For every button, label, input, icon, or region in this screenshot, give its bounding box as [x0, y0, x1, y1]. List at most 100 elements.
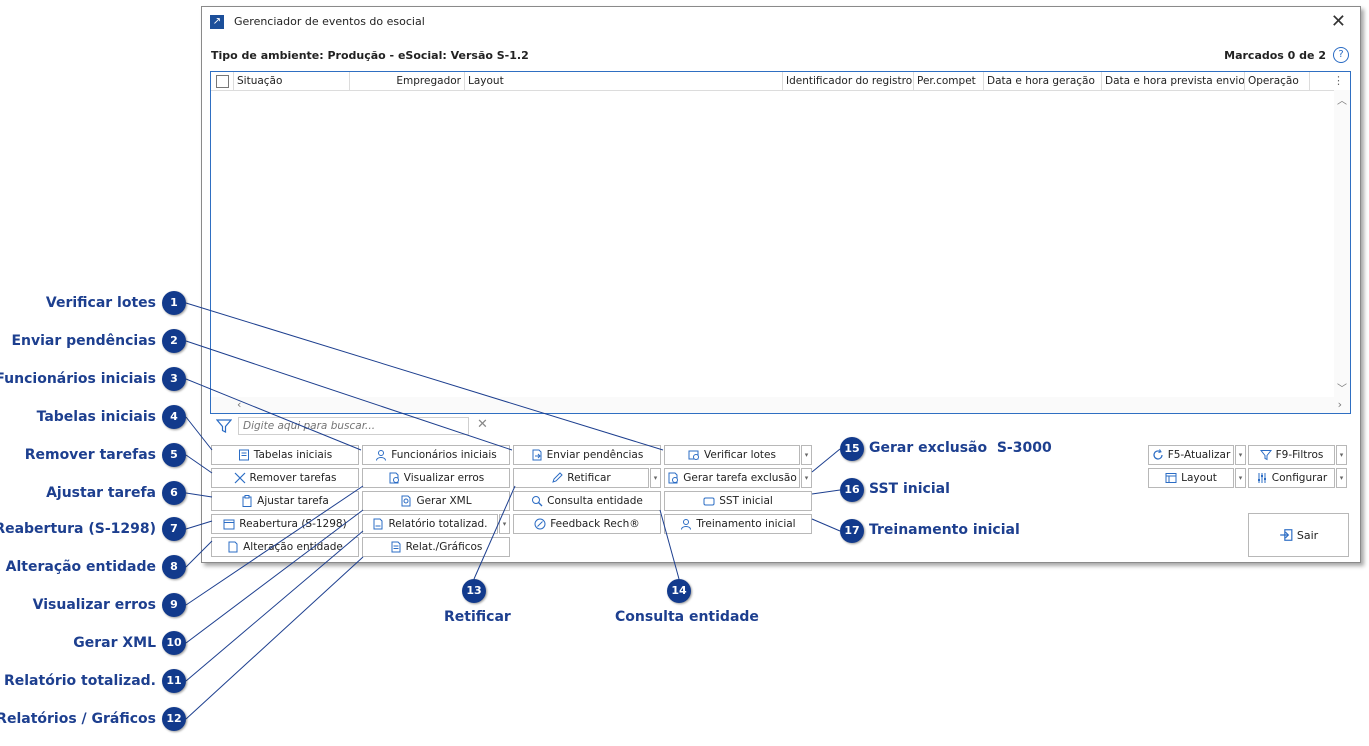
sliders-icon	[1257, 473, 1266, 483]
retificar-button[interactable]: Retificar	[513, 468, 649, 488]
callout-line-13	[473, 485, 516, 580]
help-icon[interactable]: ?	[1333, 47, 1349, 63]
callout-line-4	[185, 416, 213, 451]
exit-icon	[1280, 529, 1293, 541]
retificar-dropdown-arrow[interactable]: ▾	[650, 468, 661, 488]
callout-badge-7: 7	[162, 517, 186, 541]
f5-atualizar-button[interactable]: F5-Atualizar	[1148, 445, 1234, 465]
vertical-scrollbar[interactable]: ︿ ﹀	[1334, 90, 1350, 397]
exclusao-dropdown-arrow[interactable]: ▾	[801, 468, 812, 488]
callout-badge-17: 17	[840, 519, 864, 543]
callout-label-4: Tabelas iniciais	[36, 409, 156, 425]
pencil-icon	[552, 472, 563, 483]
ajustar-tarefa-button[interactable]: Ajustar tarefa	[211, 491, 359, 511]
feedback-icon	[534, 518, 546, 530]
reabertura-button[interactable]: Reabertura (S-1298)	[211, 514, 359, 534]
callout-line-8	[185, 540, 213, 568]
column-header[interactable]: Operação	[1245, 72, 1310, 90]
callout-line-15	[811, 448, 841, 473]
column-header[interactable]: Situação	[234, 72, 350, 90]
clipboard-icon	[242, 495, 252, 507]
gerar-tarefa-exclusao-button[interactable]: Gerar tarefa exclusão	[664, 468, 800, 488]
column-menu-icon[interactable]: ⋮	[1333, 74, 1344, 87]
remover-tarefas-button[interactable]: Remover tarefas	[211, 468, 359, 488]
callout-label-12: Relatórios / Gráficos	[0, 711, 156, 727]
gerar-xml-button[interactable]: Gerar XML	[362, 491, 510, 511]
column-header[interactable]: Data e hora prevista envio	[1102, 72, 1245, 90]
callout-label-9: Visualizar erros	[32, 597, 156, 613]
app-arrow-icon: ↗	[210, 15, 224, 29]
error-document-icon	[389, 472, 399, 484]
callout-label-11: Relatório totalizad.	[3, 673, 156, 689]
relatorio-totalizad-button[interactable]: Relatório totalizad.	[362, 514, 498, 534]
f9-filtros-button[interactable]: F9-Filtros	[1248, 445, 1335, 465]
close-icon[interactable]: ✕	[1330, 11, 1346, 32]
callout-line-2	[185, 340, 513, 451]
callout-line-3	[185, 378, 362, 451]
search-input[interactable]	[238, 417, 469, 435]
funcionarios-iniciais-button[interactable]: Funcionários iniciais	[362, 445, 510, 465]
column-header[interactable]: Layout	[465, 72, 783, 90]
events-grid[interactable]: Situação Empregador Layout Identificador…	[210, 71, 1351, 414]
column-header[interactable]: Per.compet	[914, 72, 984, 90]
select-all-column	[211, 72, 234, 90]
relat-graficos-button[interactable]: Relat./Gráficos	[362, 537, 510, 557]
select-all-checkbox[interactable]	[216, 75, 229, 88]
verificar-lotes-button[interactable]: Verificar lotes	[664, 445, 800, 465]
callout-line-11	[185, 530, 364, 682]
callout-badge-5: 5	[162, 443, 186, 467]
xls-icon	[373, 518, 383, 530]
consulta-entidade-button[interactable]: Consulta entidade	[513, 491, 661, 511]
callout-line-12	[185, 556, 364, 720]
scroll-left-icon[interactable]: ‹	[237, 398, 242, 411]
funnel-icon	[1259, 450, 1272, 461]
horizontal-scrollbar[interactable]: ‹ ›	[211, 397, 1350, 413]
feedback-button[interactable]: Feedback Rech®	[513, 514, 661, 534]
batch-check-icon	[688, 450, 700, 460]
xml-search-icon	[401, 495, 411, 507]
callout-label-7: Reabertura (S-1298)	[0, 521, 156, 537]
relatorio-dropdown-arrow[interactable]: ▾	[499, 514, 510, 534]
callout-badge-1: 1	[162, 291, 186, 315]
layout-dropdown-arrow[interactable]: ▾	[1235, 468, 1246, 488]
callout-badge-16: 16	[840, 478, 864, 502]
callout-label-13: Retificar	[444, 609, 511, 625]
tabelas-iniciais-button[interactable]: Tabelas iniciais	[211, 445, 359, 465]
sair-button[interactable]: Sair	[1248, 513, 1349, 557]
column-header[interactable]: Identificador do registro	[783, 72, 914, 90]
refresh-icon	[1153, 449, 1163, 460]
column-header[interactable]: Data e hora geração	[984, 72, 1102, 90]
atualizar-dropdown-arrow[interactable]: ▾	[1235, 445, 1246, 465]
layout-button[interactable]: Layout	[1148, 468, 1234, 488]
calendar-icon	[223, 519, 235, 530]
visualizar-erros-button[interactable]: Visualizar erros	[362, 468, 510, 488]
search-icon	[532, 496, 543, 507]
scroll-right-icon[interactable]: ›	[1337, 398, 1342, 411]
column-header[interactable]: Empregador	[350, 72, 465, 90]
layout-icon	[1165, 473, 1177, 483]
configurar-button[interactable]: Configurar	[1248, 468, 1335, 488]
scroll-up-icon[interactable]: ︿	[1337, 96, 1347, 107]
callout-badge-4: 4	[162, 405, 186, 429]
clear-search-icon[interactable]: ✕	[477, 417, 488, 432]
treinamento-inicial-button[interactable]: Treinamento inicial	[664, 514, 812, 534]
sst-inicial-button[interactable]: SST inicial	[664, 491, 812, 511]
filter-icon[interactable]	[216, 418, 232, 434]
filtros-dropdown-arrow[interactable]: ▾	[1336, 445, 1347, 465]
configurar-dropdown-arrow[interactable]: ▾	[1336, 468, 1347, 488]
marked-count: Marcados 0 de 2	[1224, 49, 1326, 62]
environment-label: Tipo de ambiente: Produção - eSocial: Ve…	[211, 49, 529, 62]
callout-line-6	[185, 492, 213, 498]
callout-badge-15: 15	[840, 437, 864, 461]
callout-label-5: Remover tarefas	[24, 447, 156, 463]
callout-line-9	[185, 485, 364, 606]
enviar-pendencias-button[interactable]: Enviar pendências	[513, 445, 661, 465]
scroll-down-icon[interactable]: ﹀	[1337, 384, 1347, 395]
callout-badge-2: 2	[162, 329, 186, 353]
callout-badge-11: 11	[162, 669, 186, 693]
report-icon	[391, 541, 401, 553]
callout-label-10: Gerar XML	[73, 635, 156, 651]
verificar-lotes-dropdown-arrow[interactable]: ▾	[801, 445, 812, 465]
callout-badge-3: 3	[162, 367, 186, 391]
